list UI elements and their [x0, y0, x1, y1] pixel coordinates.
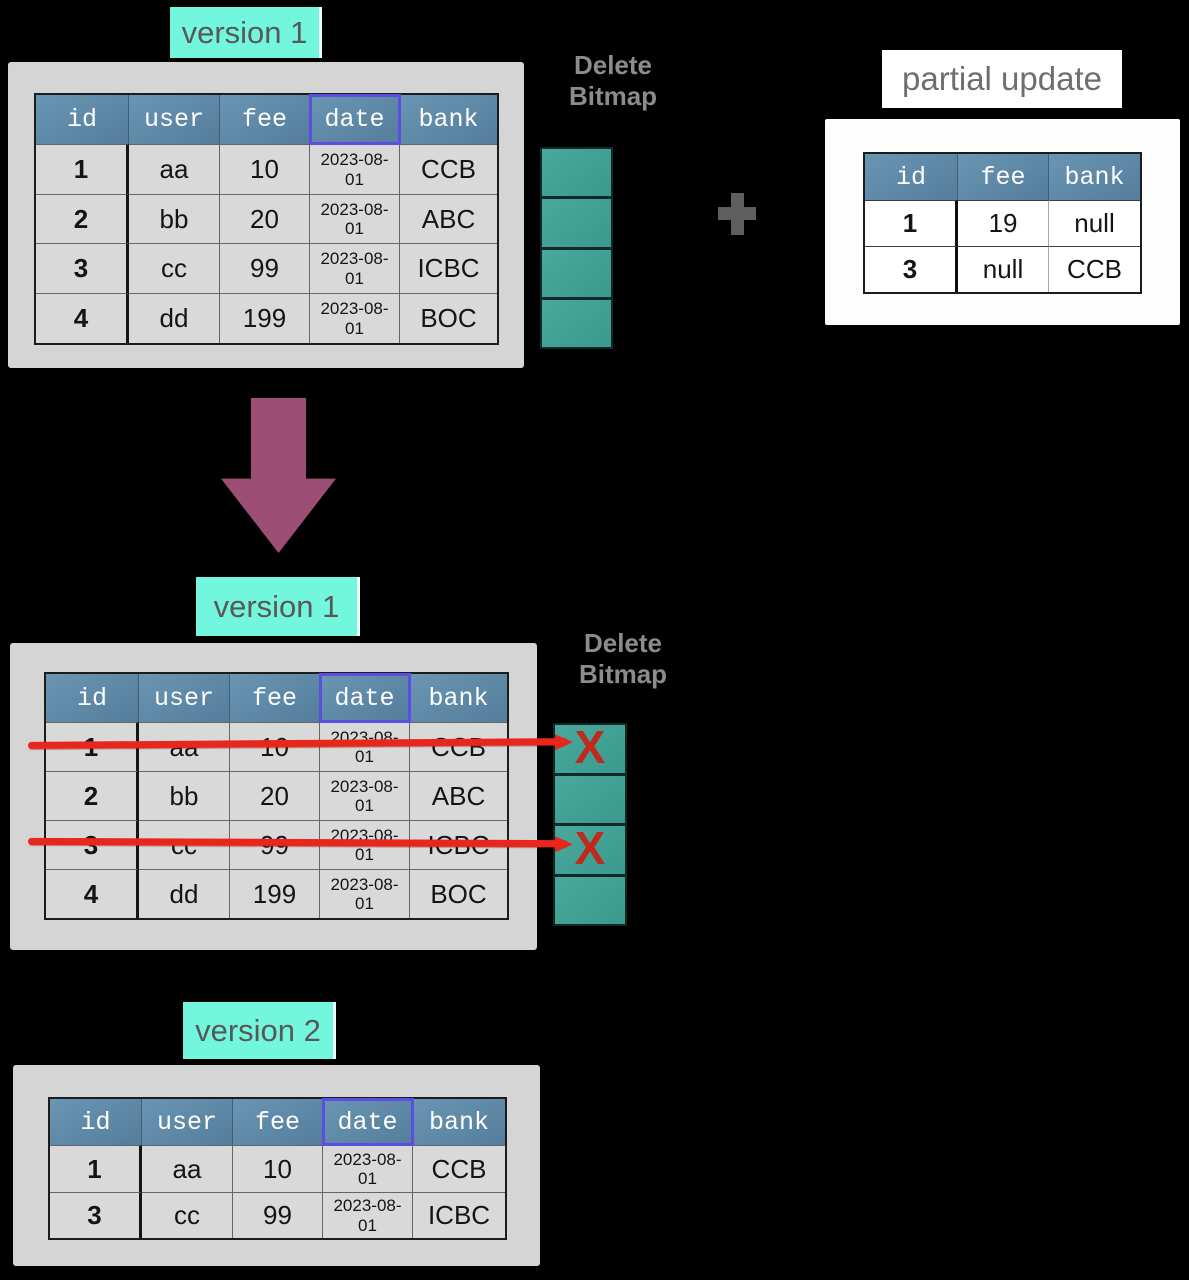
cell-fee: 99: [220, 243, 310, 293]
column-header-user: user: [139, 674, 230, 722]
partial-update-table: id fee bank 1 19 null 3 null CCB: [863, 152, 1142, 294]
cell-user: bb: [129, 194, 220, 243]
cell-user: cc: [142, 1192, 233, 1238]
cell-bank: CCB: [410, 722, 507, 771]
rowset-table-bottom: id user fee date bank 1 aa 10 2023-08-01…: [48, 1097, 507, 1240]
cell-fee: 20: [230, 771, 320, 820]
cell-date: 2023-08-01: [323, 1145, 413, 1192]
cell-user: cc: [129, 243, 220, 293]
cell-bank: ABC: [410, 771, 507, 820]
cell-user: dd: [139, 869, 230, 918]
column-header-user: user: [129, 95, 220, 144]
cell-date: 2023-08-01: [320, 869, 410, 918]
cell-id: 1: [36, 144, 129, 194]
cell-date: 2023-08-01: [320, 771, 410, 820]
x-mark: X: [574, 821, 606, 874]
cell-bank: ABC: [400, 194, 497, 243]
cell-user: bb: [139, 771, 230, 820]
column-header-id: id: [46, 674, 139, 722]
bitmap-cell: [555, 775, 625, 826]
column-header-id: id: [50, 1099, 142, 1145]
column-header-fee: fee: [220, 95, 310, 144]
cell-bank: CCB: [1049, 246, 1140, 292]
cell-id: 1: [865, 200, 958, 246]
column-header-fee: fee: [233, 1099, 323, 1145]
cell-user: aa: [142, 1145, 233, 1192]
cell-id: 3: [50, 1192, 142, 1238]
cell-fee: null: [958, 246, 1049, 292]
column-header-date: date: [322, 1098, 414, 1146]
cell-id: 1: [50, 1145, 142, 1192]
bitmap-cell: [542, 199, 611, 250]
cell-bank: ICBC: [400, 243, 497, 293]
cell-date: 2023-08-01: [310, 243, 400, 293]
column-header-user: user: [142, 1099, 233, 1145]
cell-id: 3: [865, 246, 958, 292]
column-header-bank: bank: [1049, 154, 1140, 200]
delete-bitmap-middle: X X: [553, 721, 627, 926]
bitmap-cell: [542, 299, 611, 347]
cell-bank: CCB: [400, 144, 497, 194]
cell-bank: null: [1049, 200, 1140, 246]
rowset-table-top: id user fee date bank 1 aa 10 2023-08-01…: [34, 93, 499, 345]
version-2-label: version 2: [183, 1002, 336, 1059]
column-header-id: id: [36, 95, 129, 144]
column-header-date: date: [309, 94, 401, 145]
cell-date: 2023-08-01: [323, 1192, 413, 1238]
cell-bank: ICBC: [413, 1192, 505, 1238]
cell-fee: 10: [220, 144, 310, 194]
cell-fee: 10: [233, 1145, 323, 1192]
column-header-bank: bank: [413, 1099, 505, 1145]
cell-date: 2023-08-01: [310, 144, 400, 194]
column-header-bank: bank: [400, 95, 497, 144]
cell-id: 3: [36, 243, 129, 293]
plus-icon: [714, 189, 760, 235]
column-header-bank: bank: [410, 674, 507, 722]
version-1-label-top: version 1: [170, 7, 322, 58]
column-header-fee: fee: [958, 154, 1049, 200]
cell-id: 4: [36, 293, 129, 343]
cell-date: 2023-08-01: [310, 194, 400, 243]
cell-user: aa: [129, 144, 220, 194]
cell-bank: BOC: [410, 869, 507, 918]
cell-date: 2023-08-01: [310, 293, 400, 343]
delete-bitmap-label-top: Delete Bitmap: [568, 50, 658, 111]
cell-id: 2: [36, 194, 129, 243]
cell-user: dd: [129, 293, 220, 343]
bitmap-cell: [542, 149, 611, 200]
cell-id: 4: [46, 869, 139, 918]
arrow-down-icon: [221, 398, 336, 553]
bitmap-cell-marked: X: [555, 721, 625, 776]
rowset-table-middle: id user fee date bank 1 aa 10 2023-08-01…: [44, 672, 509, 920]
column-header-id: id: [865, 154, 958, 200]
delete-bitmap-label-middle: Delete Bitmap: [578, 628, 668, 689]
bitmap-cell: [542, 249, 611, 300]
column-header-date: date: [319, 673, 411, 723]
cell-fee: 99: [233, 1192, 323, 1238]
delete-bitmap-top: [540, 147, 613, 349]
cell-fee: 199: [230, 869, 320, 918]
x-mark: X: [574, 720, 606, 773]
cell-id: 2: [46, 771, 139, 820]
cell-fee: 20: [220, 194, 310, 243]
cell-bank: BOC: [400, 293, 497, 343]
partial-update-label: partial update: [882, 50, 1122, 108]
cell-fee: 19: [958, 200, 1049, 246]
version-1-label-middle: version 1: [196, 577, 360, 636]
bitmap-cell: [555, 876, 625, 924]
cell-fee: 199: [220, 293, 310, 343]
cell-bank: CCB: [413, 1145, 505, 1192]
column-header-fee: fee: [230, 674, 320, 722]
